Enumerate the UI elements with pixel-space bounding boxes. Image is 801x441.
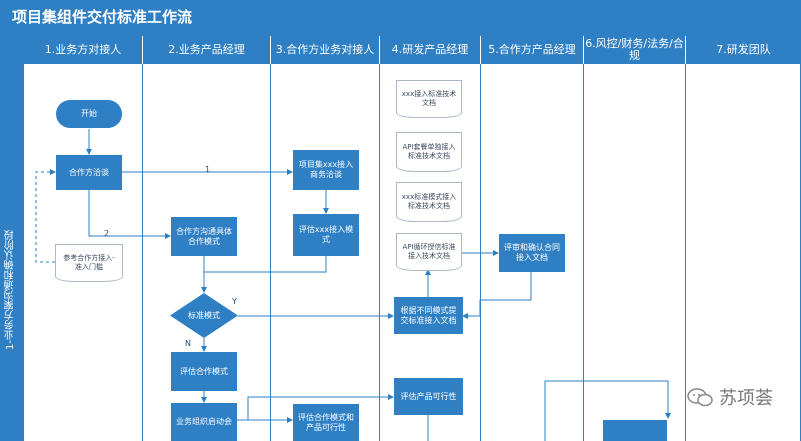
lane-divider bbox=[379, 64, 380, 441]
doc-api-loop-node: API循环授信标准接入技术文档 bbox=[396, 233, 462, 271]
lane6-node bbox=[603, 420, 667, 441]
edge bbox=[35, 169, 56, 263]
title-bar bbox=[0, 0, 801, 36]
lane-header-6: 6.风控/财务/法务/合规 bbox=[583, 36, 685, 64]
standard-mode-decision: 标准模式 bbox=[170, 293, 238, 338]
lane-header-1: 1.业务方对接人 bbox=[44, 43, 122, 56]
edge-label-yes: Y bbox=[232, 297, 237, 306]
edge bbox=[247, 394, 394, 420]
partner-talk-node: 合作方洽谈 bbox=[56, 155, 122, 190]
doc-api-simple-node: API套餐单独接入标准技术文档 bbox=[396, 132, 462, 172]
lane-divider bbox=[583, 64, 584, 441]
business-kick-node: 业务组织启动会 bbox=[171, 403, 237, 441]
watermark: 苏项荟 bbox=[687, 384, 773, 410]
lane-header-5: 5.合作方产品经理 bbox=[480, 36, 583, 64]
edge bbox=[544, 380, 671, 441]
edge bbox=[462, 272, 532, 319]
doc-xxx-mode-node: xxx标准模式接入标准技术文档 bbox=[396, 182, 462, 222]
lane-header-7: 7.研发团队 bbox=[685, 36, 801, 64]
eval-coop-node: 评估合作模式 bbox=[171, 352, 237, 391]
edge-label-no: N bbox=[185, 339, 191, 348]
eval-product-node: 评估产品可行性 bbox=[394, 378, 463, 415]
chat-bubbles-icon-graphic bbox=[687, 388, 713, 407]
edge bbox=[88, 190, 171, 239]
eval-mode-node: 评估xxx接入模式 bbox=[293, 214, 359, 256]
watermark-text: 苏项荟 bbox=[719, 388, 773, 409]
lane-divider bbox=[142, 64, 143, 441]
lane-divider bbox=[685, 64, 686, 441]
lane-header-4: 4.研发产品经理 bbox=[379, 36, 480, 64]
lane-header-3: 3.合作方业务对接人 bbox=[270, 36, 379, 64]
edge bbox=[201, 256, 327, 293]
project-talk-node: 项目集xxx接入商务洽谈 bbox=[293, 150, 359, 190]
decision-diamond-shape bbox=[170, 293, 238, 338]
chat-bubbles-icon bbox=[687, 387, 713, 407]
specific-mode-node: 合作方沟通具体合作模式 bbox=[171, 217, 237, 256]
lane-header-row bbox=[0, 36, 801, 64]
standard-mode-label: 标准模式 bbox=[188, 311, 220, 320]
eval-coop-product-node: 评估合作模式和产品可行性 bbox=[293, 404, 359, 441]
ref-doc-node: 参考合作方接入-准入门槛 bbox=[55, 244, 123, 282]
start-node: 开始 bbox=[56, 100, 122, 128]
doc-xxx-node: xxx接入标准技术文档 bbox=[396, 80, 462, 118]
review-doc-node: 评审和确认合同接入文档 bbox=[499, 234, 565, 272]
lane-divider bbox=[270, 64, 271, 441]
edge-label-2: 2 bbox=[104, 229, 110, 238]
phase-strip bbox=[0, 64, 24, 441]
lane-header-2: 2.业务产品经理 bbox=[142, 36, 270, 64]
provide-doc-node: 根据不同模式提交标准接入文档 bbox=[394, 297, 463, 334]
diagram-title: 项目集组件交付标准工作流 bbox=[12, 8, 193, 26]
edge-label-1: 1 bbox=[205, 165, 211, 174]
